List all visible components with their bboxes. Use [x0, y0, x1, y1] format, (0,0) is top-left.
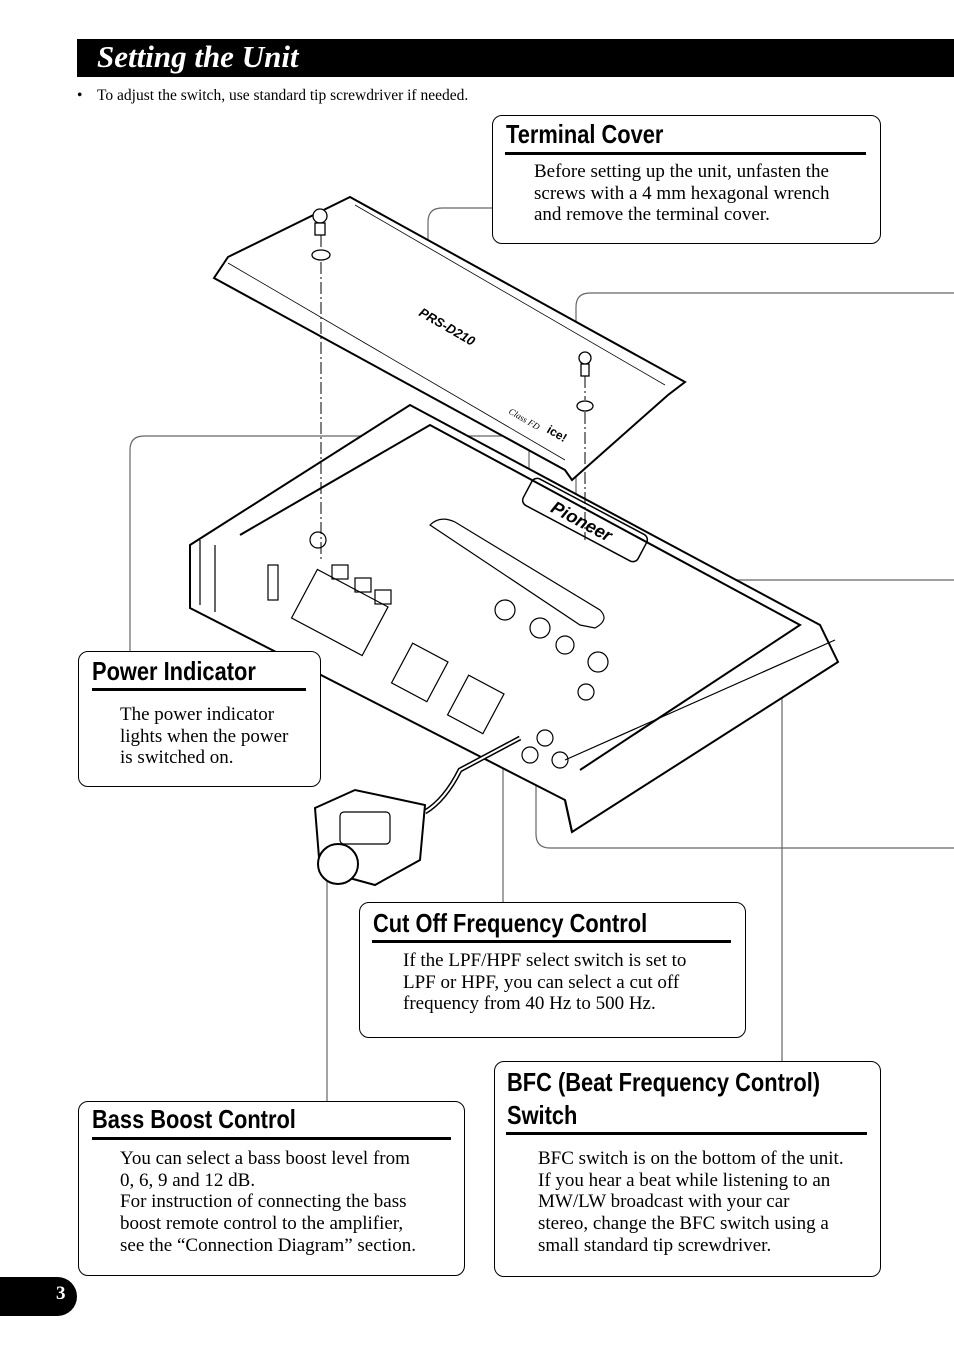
screws [311, 208, 594, 560]
body-line: The power indicator [120, 704, 275, 725]
terminal-cover-illustration: PRS-D210 Class FD ice! [212, 195, 687, 482]
callout-title: Cut Off Frequency Control [373, 908, 648, 938]
bullet-mark: • [77, 87, 83, 104]
body-line: stereo, change the BFC switch using a [538, 1213, 829, 1235]
body-line: LPF or HPF, you can select a cut off [403, 971, 680, 993]
callout-cutoff-frequency [359, 902, 746, 1038]
body-line: and remove the terminal cover. [534, 204, 770, 226]
bass-boost-remote-illustration [313, 735, 522, 887]
callout-body: The power indicator lights when the powe… [120, 704, 288, 769]
intro-note: • To adjust the switch, use standard tip … [77, 87, 468, 105]
body-line: lights when the power [120, 725, 289, 747]
callout-title: Switch [507, 1100, 578, 1130]
callout-title: BFC (Beat Frequency Control) [507, 1067, 821, 1097]
body-line: For instruction of connecting the bass [120, 1191, 407, 1213]
page-number: 3 [56, 1283, 66, 1304]
body-line: MW/LW broadcast with your car [538, 1191, 790, 1213]
title-rule [92, 688, 306, 691]
title-rule [92, 1137, 451, 1140]
callout-power-indicator [78, 651, 321, 787]
title-rule [506, 1132, 867, 1135]
body-line: screws with a 4 mm hexagonal wrench [534, 182, 830, 204]
section-header: Setting the Unit [77, 39, 954, 77]
body-line: If the LPF/HPF select switch is set to [403, 950, 687, 971]
body-line: boost remote control to the amplifier, [120, 1213, 404, 1235]
amplifier-body: Pioneer [189, 403, 840, 834]
body-line: If you hear a beat while listening to an [538, 1169, 831, 1191]
callout-title: Bass Boost Control [92, 1104, 296, 1134]
page-number-tab: 3 [0, 1277, 77, 1316]
body-line: Before setting up the unit, unfasten the [534, 161, 829, 182]
body-line: You can select a bass boost level from [120, 1148, 410, 1169]
callout-title: Terminal Cover [506, 119, 664, 149]
callout-body: BFC switch is on the bottom of the unit.… [538, 1148, 844, 1257]
callout-bass-boost [78, 1101, 465, 1276]
section-title: Setting the Unit [97, 39, 299, 74]
title-rule [505, 152, 866, 155]
body-line: small standard tip screwdriver. [538, 1234, 772, 1256]
title-rule [372, 940, 731, 943]
callout-body: You can select a bass boost level from 0… [120, 1148, 416, 1257]
body-line: is switched on. [120, 747, 234, 769]
intro-text: To adjust the switch, use standard tip s… [97, 87, 469, 104]
body-line: frequency from 40 Hz to 500 Hz. [403, 993, 656, 1015]
callout-title: Power Indicator [92, 656, 256, 686]
body-line: see the “Connection Diagram” section. [120, 1234, 416, 1256]
callout-body: If the LPF/HPF select switch is set to L… [403, 950, 686, 1015]
body-line: BFC switch is on the bottom of the unit. [538, 1148, 844, 1169]
callout-terminal-cover [492, 115, 881, 244]
callout-body: Before setting up the unit, unfasten the… [534, 161, 829, 226]
body-line: 0, 6, 9 and 12 dB. [120, 1169, 256, 1191]
callout-bfc-switch [494, 1061, 881, 1277]
